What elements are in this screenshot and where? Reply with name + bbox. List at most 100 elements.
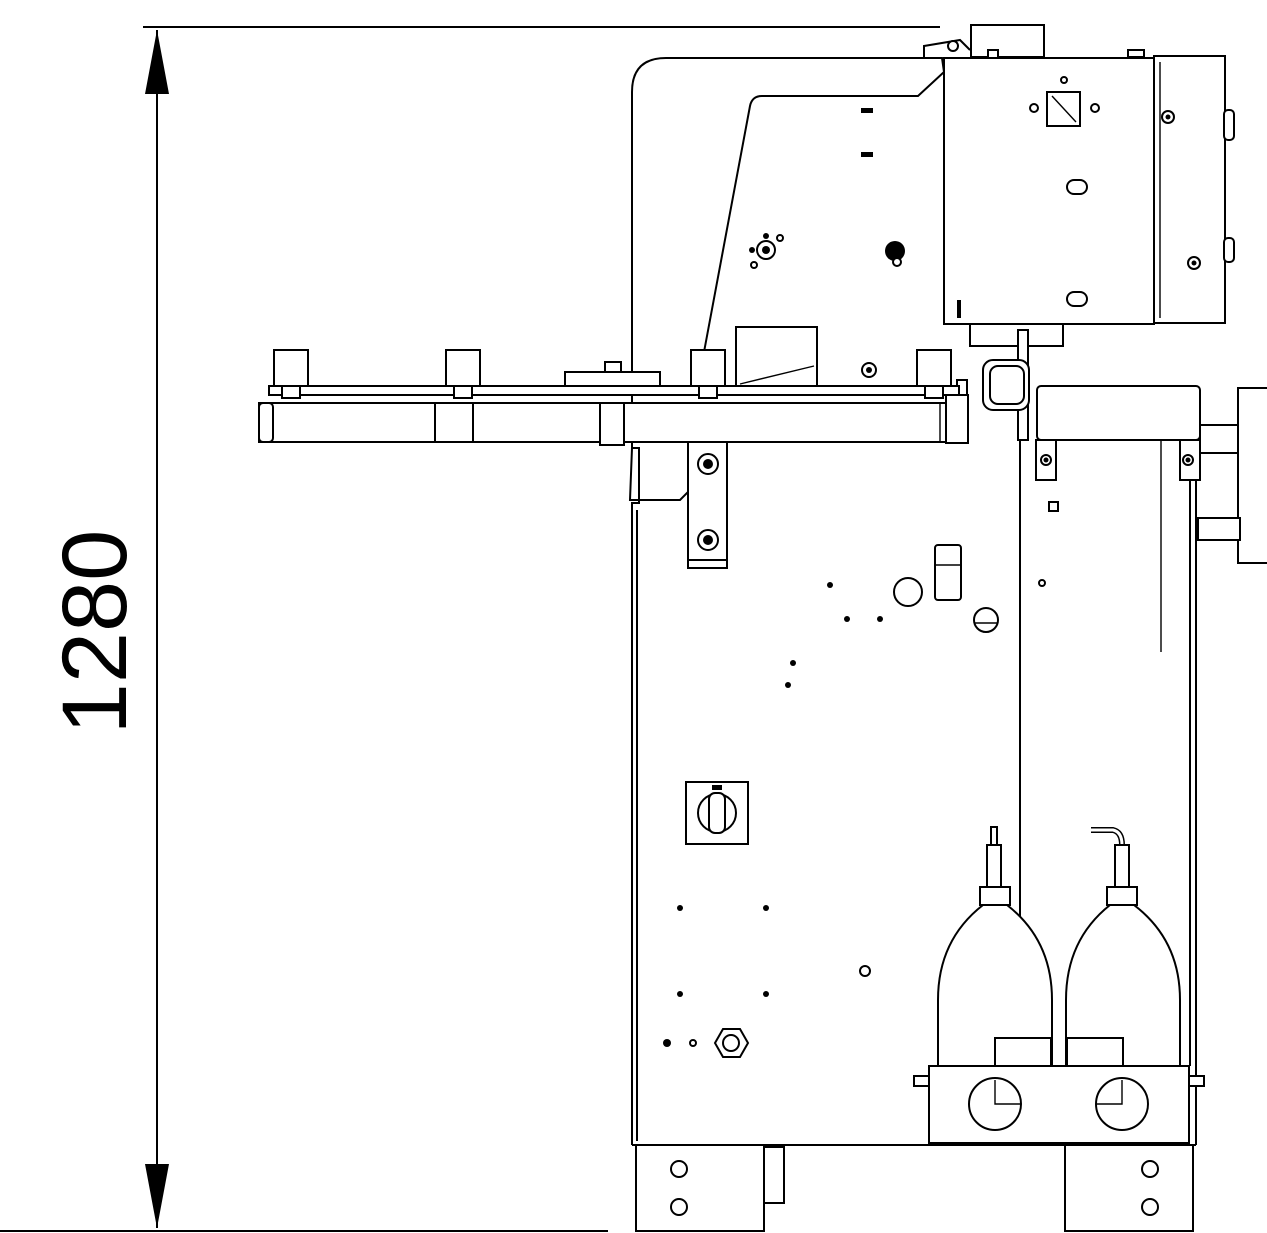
slot-lower [1066, 291, 1088, 307]
panel-hole-small [859, 965, 871, 977]
roller-1 [273, 349, 309, 387]
roller-4 [916, 349, 952, 387]
rotary-switch-icon [685, 781, 749, 845]
window-hole-left [1029, 103, 1039, 113]
black-knob [885, 241, 905, 261]
side-small-hole [1038, 579, 1046, 587]
head-mark-3 [957, 300, 961, 318]
hanging-bracket-foot [687, 559, 728, 569]
head-unit [749, 24, 1235, 441]
conveyor-center-block [564, 371, 661, 387]
head-side-plate [1153, 55, 1226, 324]
knob-cluster-hole-a [776, 234, 784, 242]
conveyor-joint-2 [599, 402, 625, 446]
leg-screw-left-center [1043, 457, 1049, 463]
knob-cluster-center [762, 246, 770, 254]
dimension-line-group: 1280 [0, 26, 940, 1232]
tray-pin-left [913, 1075, 930, 1087]
panel-indicator [934, 544, 962, 601]
side-small-square [1048, 501, 1059, 512]
right-shaft-lower [1197, 517, 1241, 541]
roller-4-base [924, 385, 944, 399]
bottle-divider-block-left [994, 1037, 1052, 1067]
head-mark-1 [861, 108, 873, 113]
conveyor-end-plate [945, 394, 969, 444]
guide-box [735, 326, 818, 387]
dot-4 [790, 660, 796, 666]
foot-left-tab [763, 1146, 785, 1204]
dot-8 [677, 991, 683, 997]
dot-3 [877, 616, 883, 622]
guide-box-diagonal [739, 365, 815, 385]
dot-7 [763, 905, 769, 911]
knob-cluster-dot-2 [763, 233, 769, 239]
lid-pivot [947, 40, 959, 52]
roller-2 [445, 349, 481, 387]
foot-right-hole-bottom [1141, 1198, 1159, 1216]
head-rear-lip-2 [1223, 237, 1235, 263]
bracket-bolt-bottom-center [703, 535, 713, 545]
conveyor-arm [258, 326, 969, 569]
dimension-value: 1280 [44, 530, 146, 735]
conveyor-beam-end [258, 402, 274, 443]
window-hole-top [1060, 76, 1068, 84]
tray-pin-right [1188, 1075, 1205, 1087]
bottle-right [1065, 827, 1181, 1067]
roller-1-base [281, 385, 301, 399]
conveyor-top-rail [268, 385, 960, 396]
head-bolt-a [987, 49, 999, 59]
side-box [1036, 385, 1201, 441]
bottle-right-tube-inner [1091, 828, 1124, 846]
dot-9 [763, 991, 769, 997]
window-hole-right [1090, 103, 1100, 113]
bottle-left-nozzle [990, 826, 998, 846]
arrow-up-icon [145, 30, 169, 94]
tray-body [928, 1065, 1190, 1144]
foot-left [635, 1144, 765, 1232]
square-window-diagonal [1051, 95, 1077, 123]
dot-5 [785, 682, 791, 688]
foot-right [1064, 1144, 1194, 1232]
feet [635, 1144, 1194, 1232]
conveyor-center-pin [604, 361, 622, 373]
roller-2-base [453, 385, 473, 399]
slot-upper [1066, 179, 1088, 195]
dot-6 [677, 905, 683, 911]
bracket-bolt-top-center [703, 459, 713, 469]
head-rear-lip [1223, 109, 1235, 141]
panel-round-hole [893, 577, 923, 607]
bottle-left [937, 826, 1053, 1067]
cabinet-outline [631, 57, 946, 1145]
head-top-block [970, 24, 1045, 58]
leg-screw-right-center [1185, 457, 1191, 463]
dot-10 [663, 1039, 671, 1047]
bottle-left-neck [986, 844, 1002, 888]
small-screw-center [866, 367, 872, 373]
head-lower-block [969, 323, 1064, 347]
foot-right-hole-top [1141, 1160, 1159, 1178]
head-mark-2 [861, 152, 873, 157]
head-lid [923, 38, 971, 58]
plate-screw-bottom-center [1191, 260, 1197, 266]
sensor-box-inner [989, 365, 1025, 405]
bottle-right-cap [1106, 886, 1138, 906]
hex-nut-icon [713, 1028, 750, 1058]
roller-3 [690, 349, 726, 387]
foot-left-hole-top [670, 1160, 688, 1178]
roller-3-base [698, 385, 718, 399]
right-motor [1237, 387, 1267, 564]
foot-left-hole-bottom [670, 1198, 688, 1216]
bottle-left-cap [979, 886, 1011, 906]
bottle-divider-block-right [1066, 1037, 1124, 1067]
panel-details [663, 544, 999, 1058]
panel-gauge [973, 607, 999, 633]
plate-screw-top-center [1165, 114, 1171, 120]
knob-cluster-hole-b [750, 261, 758, 269]
bottle-tray [913, 1065, 1205, 1144]
side-module [1035, 385, 1267, 587]
knob-cluster-dot [749, 247, 755, 253]
right-shaft [1199, 424, 1241, 454]
dot-11 [689, 1039, 697, 1047]
black-knob-tip [892, 257, 902, 267]
